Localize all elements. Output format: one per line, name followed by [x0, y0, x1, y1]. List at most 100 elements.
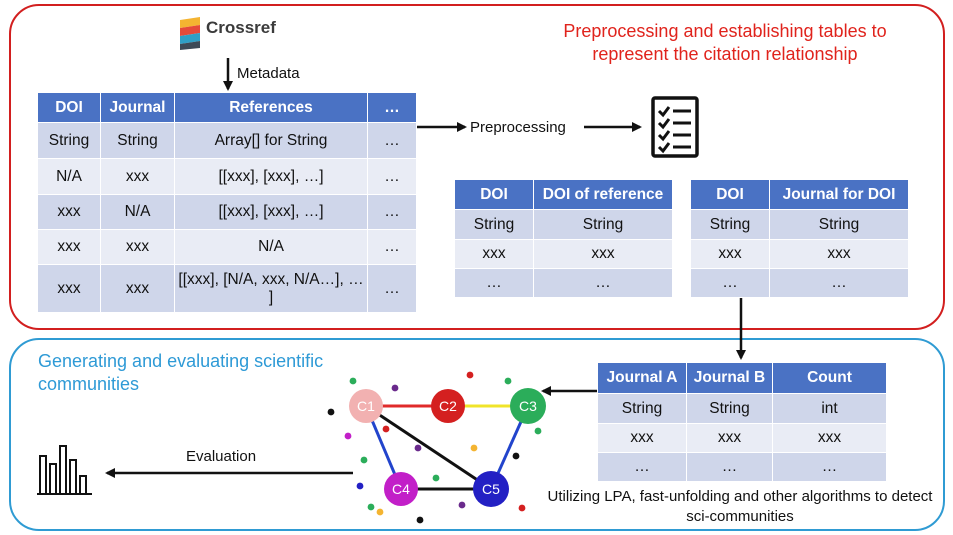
journal-count-table: Journal A Journal B Count String String … — [597, 362, 887, 482]
table-cell: xxx — [533, 239, 673, 269]
table-cell: … — [367, 158, 417, 195]
graph-dot — [360, 456, 368, 464]
table-cell: xxx — [100, 229, 175, 265]
graph-dot — [382, 425, 390, 433]
table-cell: … — [597, 452, 687, 482]
metadata-table: DOI Journal References … String String A… — [37, 92, 417, 313]
checklist-icon — [651, 96, 699, 158]
table-cell: [[xxx], [xxx], …] — [174, 158, 368, 195]
table-cell: xxx — [690, 239, 770, 269]
column-header: DOI — [690, 179, 770, 210]
table-cell: String — [690, 209, 770, 240]
table-cell: String — [597, 393, 687, 424]
community-node-label: C3 — [519, 398, 537, 414]
graph-dot — [504, 377, 512, 385]
table-cell: xxx — [769, 239, 909, 269]
table-cell: … — [454, 268, 534, 298]
crossref-logo-icon — [180, 17, 200, 50]
preprocessing-panel-title: Preprocessing and establishing tables to… — [563, 21, 887, 64]
doi-journal-table: DOI Journal for DOI String String xxx xx… — [690, 179, 909, 298]
graph-dot — [416, 516, 424, 524]
table-row: … … — [454, 268, 673, 298]
table-cell: N/A — [37, 158, 101, 195]
graph-dot — [414, 444, 422, 452]
column-header: DOI — [37, 92, 101, 123]
doi-reference-table: DOI DOI of reference String String xxx x… — [454, 179, 673, 298]
community-panel-title: Generating and evaluating scientific com… — [38, 351, 324, 394]
table-cell: … — [772, 452, 887, 482]
table-cell: xxx — [37, 194, 101, 230]
table-row: xxx xxx [[xxx], [N/A, xxx, N/A…], … ] … — [37, 264, 417, 313]
column-header: … — [367, 92, 417, 123]
preprocessing-panel — [9, 4, 945, 330]
table-cell: … — [367, 229, 417, 265]
graph-dot — [534, 427, 542, 435]
column-header: Count — [772, 362, 887, 394]
graph-dot — [432, 474, 440, 482]
column-header: Journal for DOI — [769, 179, 909, 210]
bar-chart-icon — [37, 445, 92, 495]
table-cell: String — [100, 122, 175, 159]
graph-dot — [327, 408, 335, 416]
table-cell: xxx — [686, 423, 773, 453]
column-header: DOI of reference — [533, 179, 673, 210]
graph-dot — [470, 444, 478, 452]
table-row: String String — [690, 209, 909, 240]
table-row: … … … — [597, 452, 887, 482]
community-node-label: C5 — [482, 481, 500, 497]
table-row: … … — [690, 268, 909, 298]
community-node-label: C2 — [439, 398, 457, 414]
community-node-c1 — [349, 389, 383, 423]
column-header: Journal A — [597, 362, 687, 394]
column-header: References — [174, 92, 368, 123]
table-row: xxx xxx — [690, 239, 909, 269]
table-cell: xxx — [100, 264, 175, 313]
table-cell: N/A — [100, 194, 175, 230]
graph-dot — [349, 377, 357, 385]
column-header: DOI — [454, 179, 534, 210]
community-node-label: C4 — [392, 481, 410, 497]
community-node-c5 — [473, 471, 509, 507]
community-node-c3 — [510, 388, 546, 424]
table-row: xxx xxx xxx — [597, 423, 887, 453]
preprocessing-label: Preprocessing — [470, 119, 566, 136]
table-cell: … — [769, 268, 909, 298]
table-cell: String — [37, 122, 101, 159]
table-cell: xxx — [37, 229, 101, 265]
table-row: N/A xxx [[xxx], [xxx], …] … — [37, 158, 417, 195]
table-cell: String — [454, 209, 534, 240]
table-cell: … — [686, 452, 773, 482]
metadata-label: Metadata — [237, 65, 300, 82]
graph-dot — [512, 452, 520, 460]
crossref-logo-text: Crossref — [206, 18, 276, 37]
table-cell: … — [690, 268, 770, 298]
community-node-c2 — [431, 389, 465, 423]
table-cell: … — [367, 264, 417, 313]
graph-dot — [391, 384, 399, 392]
table-cell: String — [686, 393, 773, 424]
graph-dot — [344, 432, 352, 440]
table-row: xxx xxx — [454, 239, 673, 269]
community-panel — [9, 338, 945, 531]
graph-edge — [365, 404, 492, 491]
table-cell: int — [772, 393, 887, 424]
column-header: Journal B — [686, 362, 773, 394]
graph-dot — [367, 503, 375, 511]
table-cell: … — [533, 268, 673, 298]
graph-dot — [518, 504, 526, 512]
table-cell: [[xxx], [N/A, xxx, N/A…], … ] — [174, 264, 368, 313]
community-node-label: C1 — [357, 398, 375, 414]
graph-dot — [466, 371, 474, 379]
graph-dot — [356, 482, 364, 490]
graph-dot — [376, 508, 384, 516]
table-cell: Array[] for String — [174, 122, 368, 159]
table-cell: xxx — [597, 423, 687, 453]
evaluation-label: Evaluation — [186, 448, 257, 465]
table-cell: … — [367, 194, 417, 230]
table-cell: … — [367, 122, 417, 159]
table-cell: [[xxx], [xxx], …] — [174, 194, 368, 230]
community-node-c4 — [384, 472, 418, 506]
column-header: Journal — [100, 92, 175, 123]
